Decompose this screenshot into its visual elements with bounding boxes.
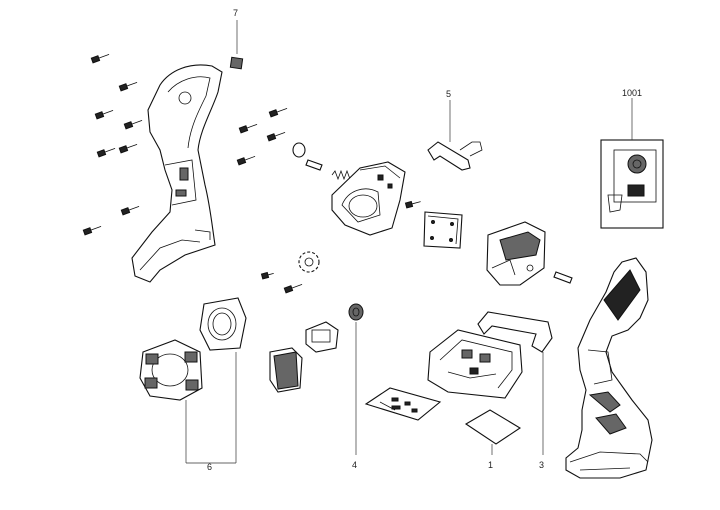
callout-6: 6 bbox=[207, 462, 212, 472]
direction-switch bbox=[305, 321, 339, 353]
lens-ring-upper bbox=[199, 297, 247, 351]
housing-assembled-right bbox=[565, 257, 653, 479]
callout-3: 3 bbox=[539, 460, 544, 470]
part-5-bracket: 5 bbox=[427, 89, 483, 171]
screw bbox=[404, 200, 421, 209]
screw bbox=[260, 271, 274, 280]
pin bbox=[305, 159, 323, 171]
screw-set-center bbox=[236, 107, 288, 166]
screw bbox=[236, 155, 256, 166]
gear-wheel bbox=[298, 251, 320, 273]
housing-half-left bbox=[131, 64, 223, 283]
part-3-frame: 3 bbox=[477, 311, 553, 470]
pin bbox=[553, 271, 573, 284]
screw-set-left-housing bbox=[82, 53, 143, 236]
screw bbox=[238, 123, 258, 134]
screw bbox=[90, 53, 110, 64]
screw bbox=[82, 225, 102, 236]
part-1001-panel: 1001 bbox=[600, 88, 664, 229]
screw bbox=[118, 143, 138, 154]
trigger-switch bbox=[269, 347, 303, 393]
screw bbox=[94, 109, 114, 120]
circuit-board bbox=[364, 387, 442, 421]
part-4-led: 4 bbox=[348, 303, 364, 470]
screw bbox=[123, 119, 143, 130]
o-ring bbox=[292, 142, 306, 158]
callout-7: 7 bbox=[233, 8, 238, 18]
screw bbox=[118, 81, 138, 92]
screw bbox=[283, 283, 303, 294]
screw bbox=[268, 107, 288, 118]
part-7-label-plate: 7 bbox=[229, 8, 244, 70]
screw bbox=[120, 205, 140, 216]
gear-housing bbox=[331, 161, 406, 236]
callout-4: 4 bbox=[352, 460, 357, 470]
screw bbox=[266, 131, 286, 142]
callout-group-6: 6 bbox=[185, 352, 237, 472]
callout-1001: 1001 bbox=[622, 88, 642, 98]
battery-contact-holder bbox=[427, 329, 523, 399]
switch-plate bbox=[423, 211, 463, 249]
callout-5: 5 bbox=[446, 89, 451, 99]
callout-1: 1 bbox=[488, 460, 493, 470]
screw bbox=[96, 147, 116, 158]
part-1-label-sheet: 1 bbox=[464, 409, 522, 470]
lens-ring-lower bbox=[139, 339, 203, 401]
motor-holder bbox=[486, 221, 546, 286]
